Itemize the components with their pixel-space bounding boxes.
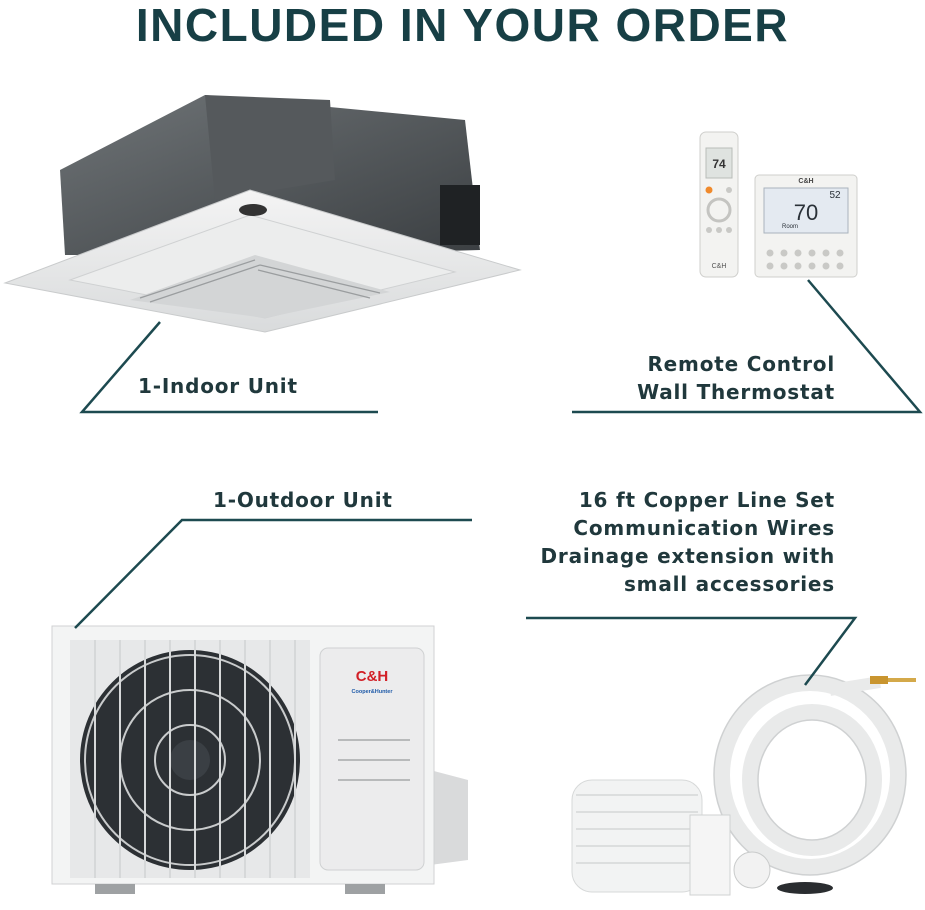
lineset-callout-line — [526, 616, 858, 686]
thermostat-mode: Room — [782, 224, 798, 230]
lineset-line-1: 16 ft Copper Line Set — [578, 488, 835, 512]
thermostat-small-value: 52 — [829, 190, 841, 201]
remote-thermostat-label: Remote Control Wall Thermostat — [637, 350, 835, 406]
lineset-label: 16 ft Copper Line Set Communication Wire… — [541, 486, 835, 598]
thermostat-display-value: 70 — [794, 200, 818, 225]
brand-logo: C&H — [356, 668, 389, 685]
page-title: INCLUDED IN YOUR ORDER — [135, 0, 790, 51]
thermostat-brand: C&H — [798, 178, 813, 185]
indoor-callout-line — [79, 321, 378, 414]
lineset-line-4: small accessories — [623, 572, 835, 596]
brand-logo-subtext: Cooper&Hunter — [352, 689, 394, 695]
remote-control-text: Remote Control — [647, 352, 835, 376]
remote-callout-line — [572, 279, 923, 414]
wall-thermostat-text: Wall Thermostat — [637, 380, 835, 404]
remote-brand: C&H — [712, 263, 727, 270]
outdoor-unit-label: 1-Outdoor Unit — [213, 488, 393, 512]
outdoor-callout-line — [74, 518, 472, 629]
lineset-line-2: Communication Wires — [573, 516, 835, 540]
lineset-line-3: Drainage extension with — [540, 544, 835, 568]
remote-display-value: 74 — [712, 157, 726, 171]
indoor-unit-label: 1-Indoor Unit — [138, 374, 298, 398]
